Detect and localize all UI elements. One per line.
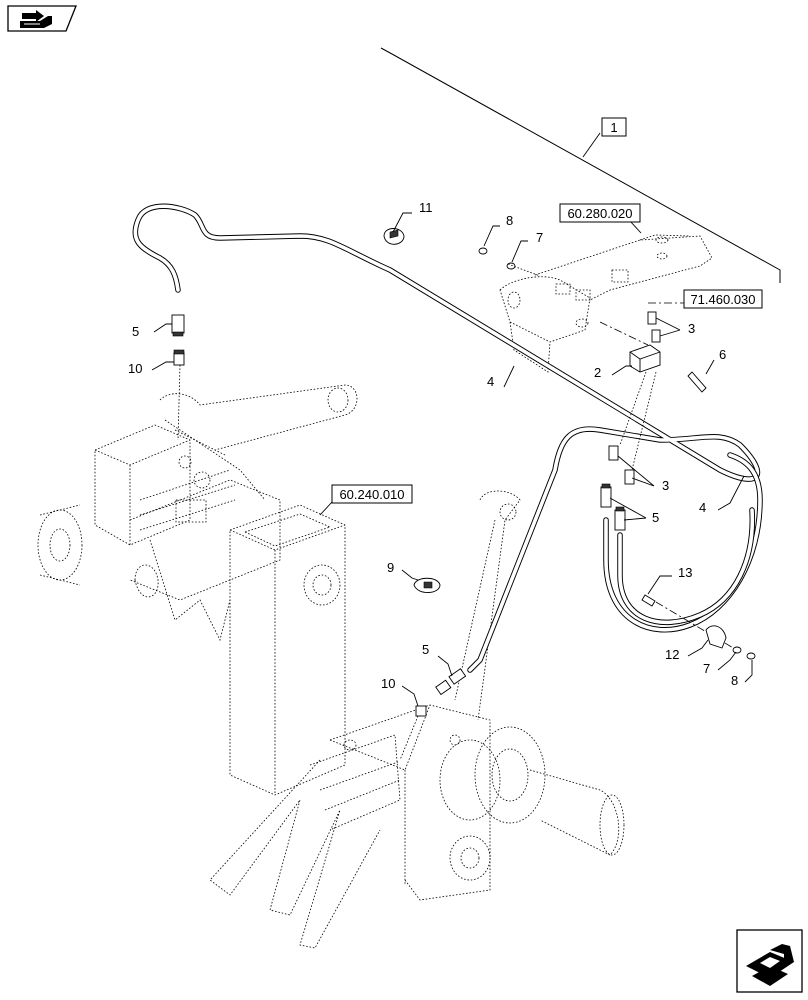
svg-text:5: 5 bbox=[422, 642, 429, 657]
callout-13[interactable]: 13 bbox=[647, 565, 692, 595]
svg-text:13: 13 bbox=[678, 565, 692, 580]
svg-text:10: 10 bbox=[128, 361, 142, 376]
lower-fittings bbox=[399, 668, 467, 761]
svg-text:8: 8 bbox=[506, 213, 513, 228]
callout-4-right[interactable]: 4 bbox=[699, 475, 745, 515]
callout-5-upper-left[interactable]: 5 bbox=[132, 323, 172, 339]
next-page-arrow-icon[interactable] bbox=[736, 929, 803, 993]
assembly-reference-line bbox=[380, 47, 781, 283]
right-hose-loops bbox=[603, 452, 763, 633]
callout-12[interactable]: 12 bbox=[665, 639, 709, 662]
svg-text:1: 1 bbox=[610, 120, 617, 135]
svg-text:60.240.010: 60.240.010 bbox=[339, 487, 404, 502]
callout-4-left[interactable]: 4 bbox=[487, 365, 515, 389]
svg-text:60.280.020: 60.280.020 bbox=[567, 206, 632, 221]
callout-10-upper-left[interactable]: 10 bbox=[128, 361, 174, 376]
svg-text:2: 2 bbox=[594, 365, 601, 380]
svg-text:3: 3 bbox=[662, 478, 669, 493]
upper-mount-bracket bbox=[499, 234, 713, 373]
svg-text:7: 7 bbox=[536, 230, 543, 245]
svg-text:10: 10 bbox=[381, 676, 395, 691]
callout-10-lower[interactable]: 10 bbox=[381, 676, 419, 707]
reference-box-assembly[interactable]: 1 bbox=[601, 117, 627, 137]
tall-support-column bbox=[229, 504, 346, 796]
callout-5-lower[interactable]: 5 bbox=[422, 642, 453, 677]
book-navigation-icon[interactable] bbox=[7, 5, 77, 32]
svg-text:71.460.030: 71.460.030 bbox=[690, 292, 755, 307]
reference-box-right[interactable]: 71.460.030 bbox=[599, 289, 763, 346]
callout-7-bottom[interactable]: 7 bbox=[703, 651, 737, 676]
left-axle-casting bbox=[37, 384, 358, 642]
callout-8-top[interactable]: 8 bbox=[483, 213, 513, 247]
svg-text:8: 8 bbox=[731, 673, 738, 688]
callout-3-top[interactable]: 3 bbox=[655, 317, 695, 337]
callout-3-mid[interactable]: 3 bbox=[617, 455, 669, 493]
reference-box-top[interactable]: 60.280.020 bbox=[559, 203, 642, 234]
upper-left-fittings bbox=[171, 314, 185, 441]
callout-11[interactable]: 11 bbox=[392, 200, 433, 233]
svg-text:5: 5 bbox=[652, 510, 659, 525]
svg-text:5: 5 bbox=[132, 324, 139, 339]
svg-text:7: 7 bbox=[703, 661, 710, 676]
mid-right-fittings bbox=[600, 445, 635, 531]
callout-5-mid[interactable]: 5 bbox=[609, 497, 659, 525]
small-parts bbox=[383, 228, 756, 660]
svg-text:12: 12 bbox=[665, 647, 679, 662]
callout-9[interactable]: 9 bbox=[387, 560, 419, 581]
reference-box-mid[interactable]: 60.240.010 bbox=[319, 484, 413, 516]
front-arm-hub bbox=[209, 490, 625, 949]
svg-text:11: 11 bbox=[419, 200, 433, 215]
tee-block-item-2 bbox=[619, 311, 661, 471]
callout-7-top[interactable]: 7 bbox=[511, 230, 543, 263]
svg-text:6: 6 bbox=[719, 347, 726, 362]
callout-8-bottom[interactable]: 8 bbox=[731, 660, 753, 688]
callout-2[interactable]: 2 bbox=[594, 365, 632, 380]
callout-6[interactable]: 6 bbox=[705, 347, 726, 375]
svg-text:3: 3 bbox=[688, 321, 695, 336]
svg-text:9: 9 bbox=[387, 560, 394, 575]
svg-text:4: 4 bbox=[699, 500, 706, 515]
long-hydraulic-hose bbox=[132, 203, 761, 673]
svg-text:4: 4 bbox=[487, 374, 494, 389]
